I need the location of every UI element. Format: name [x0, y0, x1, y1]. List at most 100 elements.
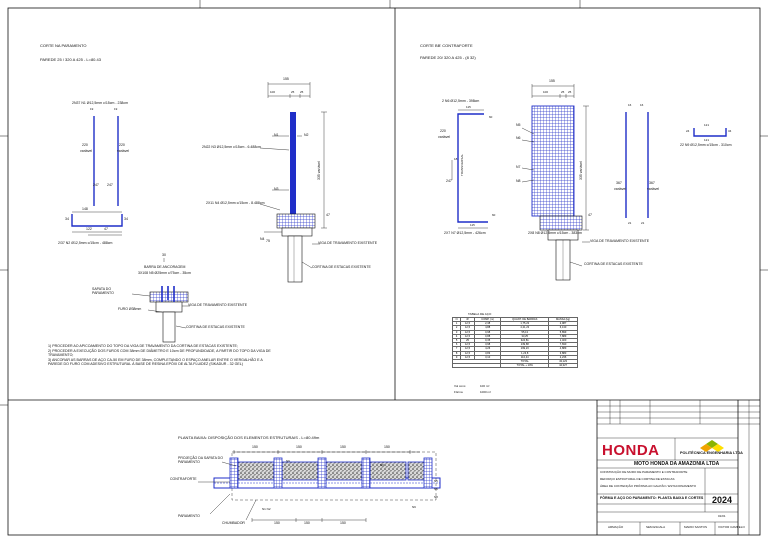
- plan-title: PLANTA BAIXA: DISPOSIÇÃO DOS ELEMENTOS E…: [178, 435, 320, 440]
- forma-value: 1000 m²: [480, 390, 492, 394]
- plan-dim-bottom-2: 150: [304, 521, 310, 525]
- pair-left-var: variável: [614, 187, 627, 191]
- sheet-number: 01/01: [718, 514, 726, 518]
- plan-dim-bottom-1: 150: [274, 521, 280, 525]
- pair-dim-2: 16: [640, 103, 644, 107]
- plan-tag-1: N1 N2: [262, 507, 271, 511]
- bar-n2-label: 2/37 N2 Ø12,5mm c/15cm - 488cm: [58, 241, 113, 245]
- bar-n2-inner: 47: [104, 227, 108, 231]
- tb-footer-2: SEM ESCALA: [646, 525, 666, 529]
- cf-side-dim: 47: [588, 213, 592, 217]
- bar-n1-side-right-var: variável: [117, 149, 130, 153]
- bar-n1-side-left: 220: [82, 143, 88, 147]
- bar-n1-side-right: 220: [119, 143, 125, 147]
- title-block-grid: [597, 400, 760, 535]
- section-n2: N2: [304, 133, 309, 137]
- pair-bottom-1: 21: [628, 221, 632, 225]
- plan-tag-4: N5: [434, 479, 438, 483]
- left-heading: CORTE NA PARAMENTO: [40, 43, 87, 48]
- bar-n1-side-left-var: variável: [80, 149, 93, 153]
- volume-value: 100 m³: [480, 384, 490, 388]
- bar-n2-right: 34: [124, 217, 128, 221]
- section-base-dim: 75: [266, 239, 270, 243]
- detail-furo: FURO Ø38mm: [118, 307, 142, 311]
- notes: 1) PROCEDER AO APICOAMENTO DO TOPO DA VI…: [48, 344, 278, 367]
- plan-tag-5: N6: [434, 487, 438, 491]
- anchor-sub: 3X108 N5 Ø25mm c/75cm - 35cm: [138, 271, 191, 275]
- bar-n1-dim-left: 19: [90, 107, 94, 111]
- detail-dim: 30: [162, 253, 166, 257]
- wall-section-left: [276, 112, 316, 283]
- section-height: 335 variável: [317, 161, 321, 180]
- rebar-table-header: N Ø COMP. (m) QUANT. DE BARRAS MASSA (kg…: [451, 316, 578, 323]
- contraforte-section: [531, 105, 583, 281]
- section-side-dim: 47: [326, 213, 330, 217]
- stirrup-bottom: 115: [470, 223, 475, 227]
- anchor-detail: [149, 286, 189, 343]
- plan-dim-top-2: 150: [296, 445, 302, 449]
- note-1: 1) PROCEDER AO APICOAMENTO DO TOPO DA VI…: [48, 344, 238, 348]
- cf-n8: N8: [516, 179, 521, 183]
- drawing-title: FÔRMA E AÇO DO PARAMENTO: PLANTA BAIXA E…: [600, 496, 704, 500]
- plan-dim-bottom-3: 150: [340, 521, 346, 525]
- bar-n1-label: 2N37 N1 Ø12,5mm c/15cm - 238cm: [72, 101, 129, 105]
- client-logo: HONDA: [602, 442, 660, 459]
- company-name: POLITÉCNICA ENGENHARIA LTDA: [680, 451, 743, 455]
- stirrup-side: 220: [440, 129, 446, 133]
- plan-view: [213, 451, 441, 501]
- pair-dim-1: 16: [628, 103, 632, 107]
- sheet-border: [7, 7, 761, 536]
- pair-right: 367: [649, 181, 655, 185]
- viga-label-left: VIGA DE TRAVAMENTO EXISTENTE: [318, 241, 378, 245]
- section-dim-3: 25: [300, 90, 304, 94]
- plan-dim-top-4: 150: [384, 445, 390, 449]
- cf-dim-1: 100: [543, 90, 549, 94]
- volume-label: Vol conc.: [454, 384, 467, 388]
- section-n1: N1: [274, 133, 279, 137]
- plan-label-contraforte: CONTRAFORTE: [170, 477, 197, 481]
- company-logo-icon: [700, 440, 724, 452]
- cf-n5: N5: [516, 123, 521, 127]
- section-n4: N4: [260, 237, 265, 241]
- cf-dim-2: 25: [561, 90, 565, 94]
- stirrup-inner: TRANSVERSAL: [460, 153, 464, 176]
- plan-dim-top-1: 150: [252, 445, 258, 449]
- tb-footer-3: MARIO SANTOS: [684, 525, 707, 529]
- section-total-width: 155: [283, 77, 289, 81]
- cf-base-label: 2X8 N8 Ø12,5mm c/15cm - 383cm: [528, 231, 582, 235]
- bar-lower-left: 247: [93, 183, 99, 187]
- plan-label-projecao: PROJEÇÃO DA SAPATA DO PARAMENTO: [178, 456, 223, 465]
- note-2: 2) PROCEDER A EXECUÇÃO DOS FUROS COM 38m…: [48, 348, 271, 358]
- tb-footer-1: ARMAÇÃO: [608, 525, 624, 529]
- stirrup-shape: [457, 113, 488, 223]
- tb-line-3: ÁREA DE CONTENÇÃO PRÓXIMA AO GALPÃO / ES…: [600, 484, 697, 488]
- rebar-n1-shape: [93, 116, 119, 206]
- detail-sapata: SAPATA DO PARAMENTO: [92, 287, 114, 295]
- detail-viga: VIGA DE TRAVAMENTO EXISTENTE: [188, 303, 248, 307]
- plan-label-chumbador: CHUMBADOR: [222, 521, 245, 525]
- cf-height: 335 variável: [579, 161, 583, 180]
- bar-lower-right: 247: [107, 183, 113, 187]
- bar-n2-base: 122: [86, 227, 92, 231]
- hook-dim-top: 121: [704, 123, 710, 127]
- stirrup-mid: 18: [454, 157, 458, 161]
- hook-dim-right: 34: [728, 129, 732, 133]
- section-n3: N3: [274, 187, 279, 191]
- cf-dim-3: 25: [568, 90, 572, 94]
- viga-label-right: VIGA DE TRAVAMENTO EXISTENTE: [590, 239, 650, 243]
- pair-right-var: variável: [647, 187, 660, 191]
- note-3: 3) ANCORAR AS BARRAS DE AÇO CA-50 EM FUR…: [48, 357, 263, 367]
- pair-left: 367: [616, 181, 622, 185]
- plan-dim-top-3: 150: [340, 445, 346, 449]
- pair-bottom-2: 21: [641, 221, 645, 225]
- stirrup-side-var: variável: [438, 135, 451, 139]
- stirrup-right: 60: [489, 115, 493, 119]
- cf-total: 155: [549, 79, 555, 83]
- hook-dim-left: 24: [686, 129, 690, 133]
- plan-tag-3: N9: [380, 463, 384, 467]
